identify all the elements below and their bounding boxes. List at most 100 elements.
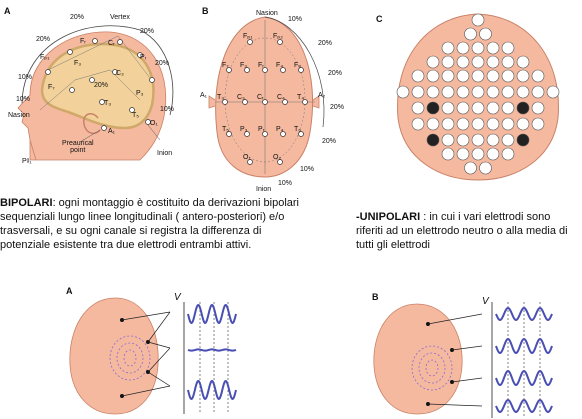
electrode-label: F₃: [74, 60, 82, 67]
label-percent: 20%: [318, 40, 333, 47]
electrode-marker: [501, 55, 515, 69]
electrode-marker: [441, 85, 455, 99]
panel-b-letter: B: [202, 6, 209, 16]
electrode-marker: [456, 101, 470, 115]
electrode-marker: [501, 147, 515, 161]
electrode-marker: [516, 55, 530, 69]
panel-c-montage-diagram: [396, 13, 560, 181]
electrode-marker: [531, 69, 545, 83]
electrode-marker: [441, 147, 455, 161]
electrode-label: F₈: [294, 62, 302, 69]
electrode-label: Fᵣ: [80, 38, 86, 45]
label-inion: Inion: [157, 150, 173, 157]
bipolar-body: : ogni montaggio è costituito da derivaz…: [0, 197, 299, 251]
electrode-marker: [411, 85, 425, 99]
electrode-marker: [456, 133, 470, 147]
electrode-marker: [531, 101, 545, 115]
electrode-marker: [479, 27, 492, 41]
electrode-label: F₃: [240, 62, 248, 69]
electrode-marker: [396, 85, 410, 99]
electrode-label: F₄: [276, 62, 284, 69]
electrode-marker: [486, 117, 500, 131]
label-percent: 10%: [160, 106, 175, 113]
electrode-label: F₇: [222, 62, 229, 69]
electrode-marker: [441, 41, 455, 55]
unipolar-heading: -UNIPOLARI: [356, 211, 421, 223]
panel-a-head-diagram: [17, 25, 174, 161]
label-percent: 20%: [322, 138, 337, 145]
electrode-marker: [501, 85, 515, 99]
electrode-marker: [441, 117, 455, 131]
bipolar-head-figure: [69, 297, 237, 415]
label-preauricular-point: Preaurical point: [62, 140, 94, 154]
bipolar-figure-letter: A: [66, 286, 73, 296]
electrode-marker: [516, 85, 530, 99]
electrode-marker: [486, 41, 500, 55]
electrode-marker: [501, 133, 515, 147]
electrode-marker: [456, 117, 470, 131]
electrode-marker: [471, 41, 485, 55]
electrode-label: Fₚ₁: [40, 54, 50, 61]
label-percent: 10%: [18, 74, 33, 81]
label-percent: 20%: [36, 36, 51, 43]
bipolar-axis-label: V: [174, 292, 181, 303]
electrode-label: O₁: [243, 154, 251, 161]
electrode-marker: [441, 69, 455, 83]
electrode-label: Cᵣ: [108, 40, 115, 47]
panel-a-letter: A: [4, 6, 11, 16]
label-percent: 20%: [140, 28, 155, 35]
label-percent: 20%: [328, 70, 343, 77]
electrode-marker: [471, 85, 485, 99]
electrode-marker: [441, 55, 455, 69]
label-percent: 20%: [94, 82, 109, 89]
electrode-label: C₄: [277, 94, 285, 101]
label-vertex: Vertex: [110, 14, 130, 21]
electrode-marker: [471, 147, 485, 161]
electrode-marker: [516, 133, 530, 147]
electrode-label: Pᵍ₁: [22, 158, 32, 165]
electrode-label: P₃: [136, 90, 144, 97]
unipolar-body: : in cui i vari elettrodi sono riferiti …: [356, 211, 568, 251]
electrode-label: A₂: [318, 92, 326, 99]
electrode-marker: [426, 69, 440, 83]
electrode-marker: [546, 85, 560, 99]
electrode-marker: [486, 55, 500, 69]
electrode-marker: [471, 133, 485, 147]
electrode-marker: [426, 101, 440, 115]
electrode-label: T₃: [104, 100, 112, 107]
label-percent: 10%: [288, 16, 303, 23]
electrode-label: T₃: [217, 94, 225, 101]
electrode-label: T₅: [222, 126, 230, 133]
electrode-marker: [456, 147, 470, 161]
electrode-marker: [531, 85, 545, 99]
label-percent: 20%: [155, 60, 170, 67]
unipolar-axis-label: V: [482, 296, 489, 307]
electrode-marker: [501, 117, 515, 131]
electrode-marker: [471, 101, 485, 115]
label-percent: 10%: [278, 180, 293, 187]
electrode-marker: [471, 13, 485, 27]
panel-c-letter: C: [376, 14, 383, 24]
electrode-marker: [411, 101, 425, 115]
electrode-label: A₁: [108, 128, 116, 135]
label-percent: 10%: [16, 96, 31, 103]
electrode-label: Pᵣ: [140, 54, 147, 61]
electrode-label: Pᵣ: [258, 126, 265, 133]
electrode-marker: [531, 117, 545, 131]
electrode-label: C₃: [116, 70, 124, 77]
electrode-marker: [456, 55, 470, 69]
electrode-marker: [479, 161, 492, 175]
electrode-label: Fₚ₂: [273, 33, 283, 40]
electrode-marker: [486, 133, 500, 147]
electrode-marker: [426, 133, 440, 147]
panel-b-head-diagram: [208, 16, 325, 178]
electrode-marker: [411, 117, 425, 131]
electrode-label: Fₚ₁: [243, 33, 253, 40]
electrode-marker: [516, 117, 530, 131]
electrode-marker: [501, 41, 515, 55]
electrode-label: O₁: [150, 120, 158, 127]
electrode-marker: [456, 41, 470, 55]
electrode-marker: [516, 101, 530, 115]
electrode-marker: [486, 101, 500, 115]
electrode-label: T₄: [297, 94, 305, 101]
